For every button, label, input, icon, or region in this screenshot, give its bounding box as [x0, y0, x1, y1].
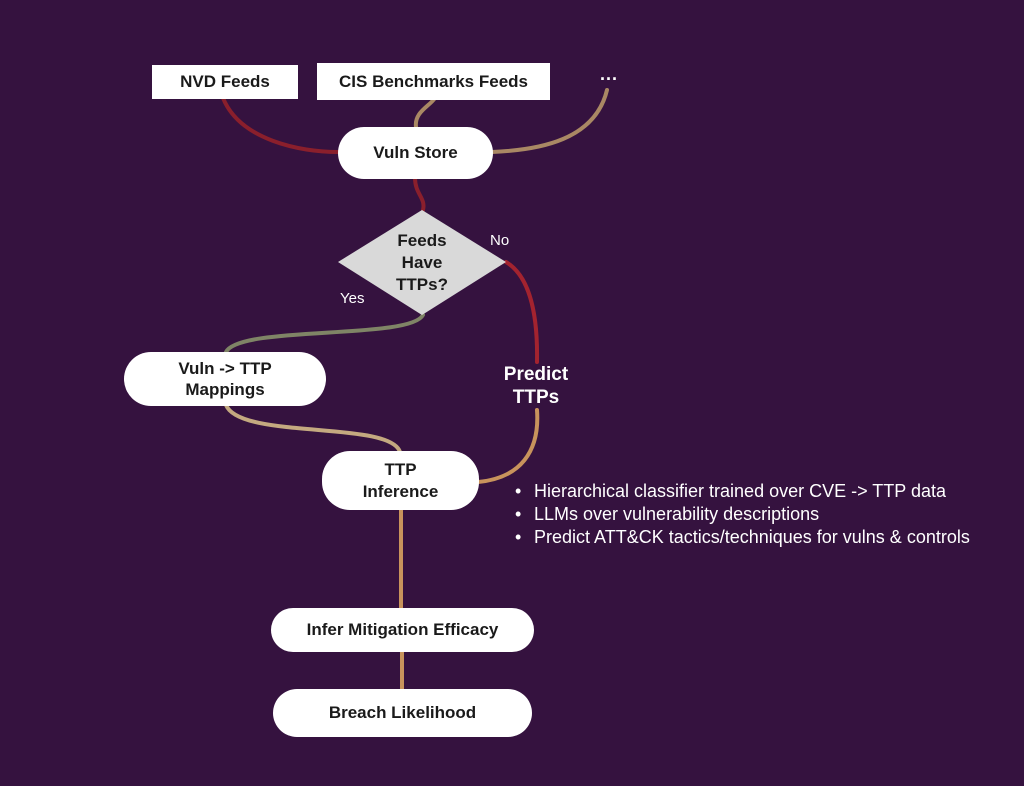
breach-likelihood-node: Breach Likelihood	[273, 689, 532, 737]
infer-mitigation-efficacy-node: Infer Mitigation Efficacy	[271, 608, 534, 652]
edge-cis-to-vuln-store	[413, 96, 437, 129]
edge-vuln-store-to-decision	[413, 176, 426, 212]
inference-line-2: Inference	[362, 481, 439, 501]
predict-line-1: Predict	[503, 364, 569, 385]
note-item: Predict ATT&CK tactics/techniques for vu…	[515, 526, 1005, 549]
edge-more-to-vuln-store	[490, 88, 609, 154]
cis-benchmarks-feeds-node: CIS Benchmarks Feeds	[317, 63, 550, 100]
decision-label-line-3: TTPs?	[396, 275, 448, 295]
mappings-line-2: Mappings	[185, 380, 265, 399]
ttp-inference-notes: Hierarchical classifier trained over CVE…	[515, 480, 1005, 549]
note-item: Hierarchical classifier trained over CVE…	[515, 480, 1005, 503]
note-item: LLMs over vulnerability descriptions	[515, 503, 1005, 526]
decision-label-line-2: Have	[401, 252, 443, 272]
edge-yes-to-mappings	[224, 313, 425, 354]
nvd-feeds-node: NVD Feeds	[152, 65, 298, 99]
edge-no-to-predict	[504, 260, 540, 364]
decision-diamond	[338, 210, 506, 315]
predict-line-2: TTPs	[512, 386, 560, 408]
mappings-line-1: Vuln -> TTP	[178, 358, 272, 378]
vuln-store-node: Vuln Store	[338, 127, 493, 179]
inference-line-1: TTP	[384, 460, 417, 480]
yes-branch-label: Yes	[340, 290, 365, 307]
decision-label-line-1: Feeds	[397, 230, 447, 250]
vuln-ttp-mappings-node: Vuln -> TTP Mappings	[124, 352, 326, 406]
more-feeds-ellipsis: ...	[600, 64, 619, 84]
decision-label: Feeds Have TTPs?	[372, 228, 472, 298]
ttp-inference-node: TTP Inference	[322, 451, 479, 510]
edge-predict-to-inference	[476, 408, 540, 484]
edge-mappings-to-inference	[224, 403, 402, 454]
no-branch-label: No	[490, 232, 510, 249]
predict-ttps-label: Predict TTPs	[486, 364, 586, 410]
edge-nvd-to-vuln-store	[221, 96, 340, 154]
